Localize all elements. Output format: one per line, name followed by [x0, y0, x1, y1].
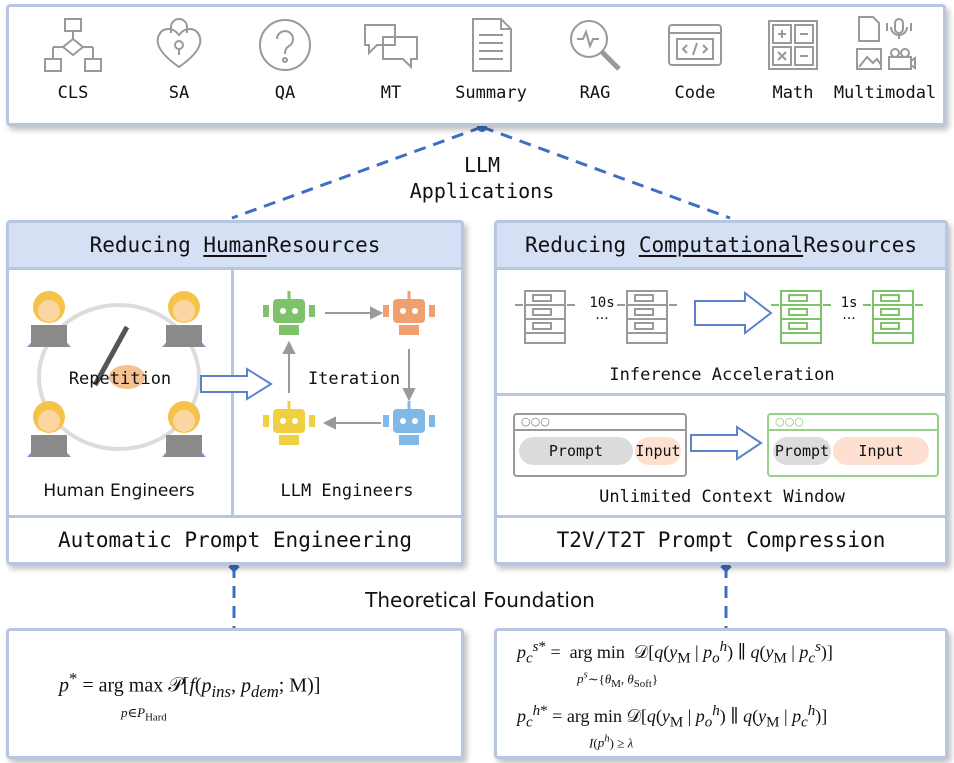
context-label: Unlimited Context Window	[599, 487, 845, 507]
repetition-label: Repetition	[68, 369, 172, 389]
panel-footer: T2V/T2T Prompt Compression	[497, 515, 945, 562]
divider	[497, 393, 945, 396]
server-icon	[771, 290, 831, 344]
person-icon	[27, 401, 71, 457]
header-text: Reducing	[89, 233, 191, 257]
robot-icon	[383, 401, 435, 445]
app-summary: Summary	[441, 15, 541, 103]
app-sa: SA	[133, 15, 225, 103]
right-arrow-icon	[690, 425, 763, 461]
window-after: ○○○ Prompt Input	[767, 413, 939, 477]
server-icon	[863, 290, 923, 344]
heart-lock-icon	[156, 18, 202, 69]
panel-header: Reducing Human Resources	[9, 223, 461, 270]
question-icon	[259, 19, 311, 71]
window-dots: ○○○	[775, 415, 804, 428]
input-pill: Input	[833, 437, 929, 465]
app-mt: MT	[345, 15, 437, 103]
hard-prompt-subscript: p∈PHard	[121, 705, 167, 724]
human-resources-panel: Reducing Human Resources Repetition Huma…	[6, 220, 464, 565]
person-icon	[162, 401, 206, 457]
computational-resources-panel: Reducing Computational Resources 10s ···…	[494, 220, 948, 565]
hard-prompt-formula: p* = arg max 𝒫[f(pins, pdem; M)]	[59, 669, 321, 701]
server-icon	[617, 290, 677, 344]
app-label: CLS	[57, 83, 89, 103]
calculator-icon	[768, 20, 818, 70]
human-engineers-label: Human Engineers	[43, 481, 195, 501]
app-label: Code	[674, 83, 716, 103]
slow-time-label: 10s	[589, 295, 615, 311]
app-code: Code	[649, 15, 741, 103]
header-text: Reducing	[525, 233, 627, 257]
app-cls: CLS	[27, 15, 119, 103]
server-icon	[515, 290, 575, 344]
document-icon	[472, 18, 512, 72]
right-arrow-icon	[694, 290, 773, 336]
foundation-label: Theoretical Foundation	[365, 588, 595, 612]
server-row	[515, 290, 923, 344]
header-text: Resources	[803, 233, 917, 257]
header-text: Resources	[266, 233, 381, 257]
app-rag: RAG	[549, 15, 641, 103]
app-label: QA	[274, 83, 296, 103]
app-label: RAG	[579, 83, 611, 103]
magnifier-icon	[570, 20, 621, 71]
compression-formula-box: pcs* = arg min 𝒟[q(yM | poh) ∥ q(yM | pc…	[494, 628, 948, 759]
panel-footer: Automatic Prompt Engineering	[9, 515, 461, 562]
prompt-pill: Prompt	[773, 437, 831, 465]
app-multimodal: Multimodal	[827, 15, 943, 103]
prompt-pill: Prompt	[519, 437, 633, 465]
dots-label: ···	[842, 311, 856, 327]
dots-label: ···	[595, 311, 609, 327]
hard-prompt-formula-box: p* = arg max 𝒫[f(pins, pdem; M)] p∈PHard	[6, 628, 464, 759]
app-math: Math	[747, 15, 839, 103]
chat-bubbles-icon	[364, 24, 418, 70]
connector-right	[481, 125, 731, 220]
hard-compression-formula: pch* = arg min 𝒟[q(yM | poh) ∥ q(yM | pc…	[517, 703, 828, 731]
multimodal-icon	[856, 16, 916, 70]
code-window-icon	[668, 24, 722, 66]
flowchart-icon	[44, 18, 102, 72]
robot-icon	[263, 401, 315, 445]
soft-prompt-formula: pcs* = arg min 𝒟[q(yM | poh) ∥ q(yM | pc…	[517, 639, 833, 667]
person-icon	[162, 291, 206, 347]
app-label: MT	[380, 83, 402, 103]
soft-prompt-subscript: ps∼{θM, θSoft}	[577, 669, 659, 690]
window-titlebar: ○○○	[515, 415, 685, 431]
person-icon	[27, 291, 71, 347]
caption-line: Applications	[409, 179, 555, 203]
app-label: Multimodal	[833, 83, 937, 103]
header-underlined: Human	[203, 233, 267, 257]
window-titlebar: ○○○	[769, 415, 937, 431]
connector-left	[231, 125, 483, 220]
iteration-label: Iteration	[307, 369, 401, 389]
caption-line: LLM	[463, 153, 501, 177]
applications-box: CLS SA QA MT Summary RAG Code Math Multi…	[6, 4, 946, 126]
fast-time-label: 1s	[840, 295, 858, 311]
header-underlined: Computational	[638, 233, 804, 257]
inference-label: Inference Acceleration	[609, 365, 835, 385]
window-before: ○○○ Prompt Input	[513, 413, 687, 477]
llm-cycle	[263, 291, 435, 445]
human-cycle	[27, 291, 206, 457]
window-dots: ○○○	[521, 415, 550, 428]
app-qa: QA	[239, 15, 331, 103]
robot-icon	[263, 291, 315, 335]
hard-compression-subscript: I(ph) ≥ λ	[589, 733, 634, 751]
input-pill: Input	[635, 437, 681, 465]
panel-header: Reducing Computational Resources	[497, 223, 945, 270]
right-arrow-icon	[200, 367, 273, 401]
llm-engineers-label: LLM Engineers	[280, 481, 414, 501]
app-label: Math	[772, 83, 814, 103]
robot-icon	[383, 291, 435, 335]
app-label: SA	[168, 83, 190, 103]
app-label: Summary	[455, 83, 527, 103]
writing-hand-icon	[92, 325, 145, 389]
applications-caption: LLM Applications	[382, 152, 582, 204]
